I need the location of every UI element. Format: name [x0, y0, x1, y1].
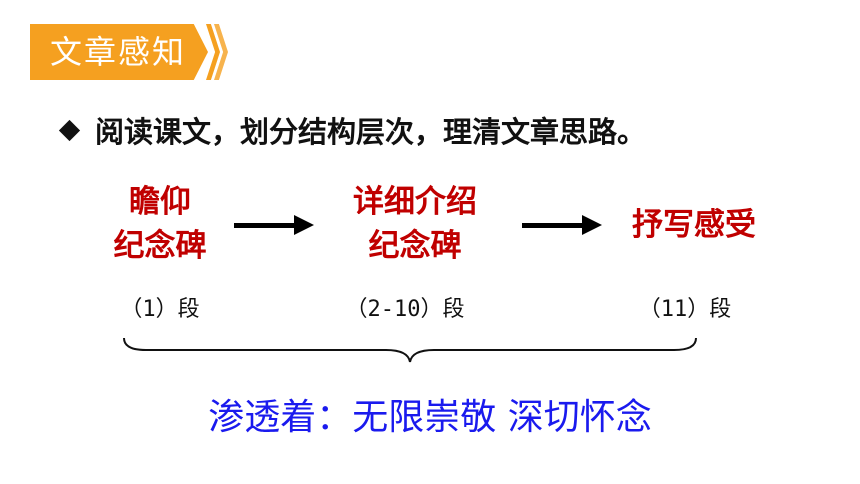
stage-line: 纪念碑 — [113, 228, 207, 264]
right-arrow-icon — [522, 215, 602, 235]
section-title: 文章感知 — [50, 33, 187, 71]
instruction-line: 阅读课文，划分结构层次，理清文章思路。 — [58, 108, 647, 152]
paragraph-range-1: （1）段 — [120, 297, 200, 322]
summary-text: 渗透着：无限崇敬 深切怀念 — [208, 397, 652, 438]
right-arrow-icon — [234, 215, 314, 235]
paragraph-range-3: （11）段 — [638, 297, 732, 322]
banner-background — [30, 24, 208, 80]
stage-line: 瞻仰 — [129, 184, 191, 220]
section-banner: 文章感知 — [30, 24, 228, 80]
stage-line: 详细介绍 — [353, 184, 477, 220]
stage-introduce: 详细介绍 纪念碑 — [330, 180, 500, 268]
diamond-icon — [58, 119, 81, 141]
stage-line: 抒写感受 — [632, 207, 756, 243]
paragraph-range-2: （2-10）段 — [345, 297, 465, 322]
instruction-text: 阅读课文，划分结构层次，理清文章思路。 — [95, 115, 647, 149]
stage-line: 纪念碑 — [368, 228, 462, 264]
stage-express: 抒写感受 — [604, 203, 784, 247]
curly-brace-icon — [123, 337, 697, 363]
stage-visit: 瞻仰 纪念碑 — [90, 180, 230, 268]
